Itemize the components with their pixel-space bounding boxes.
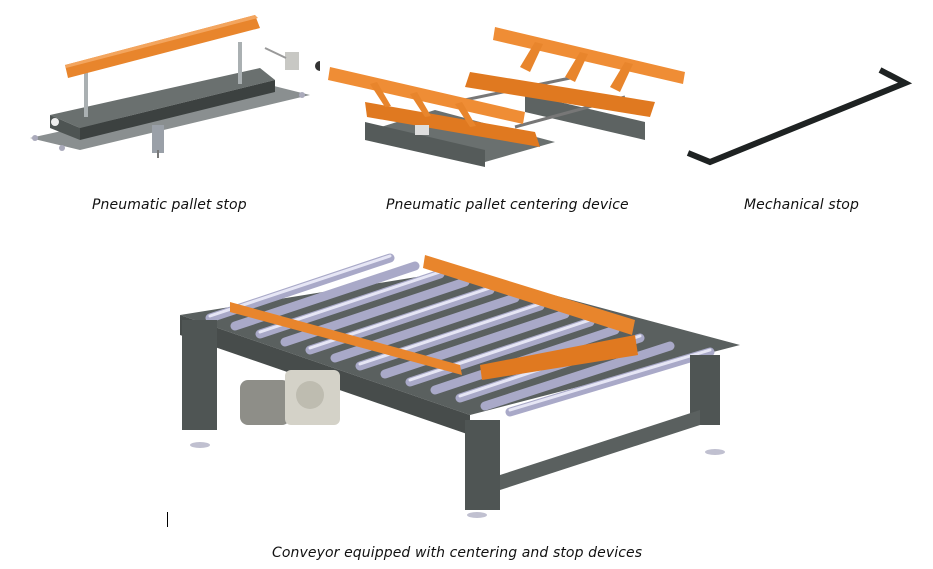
caption-mechanical-stop: Mechanical stop <box>744 197 859 213</box>
mechanical-stop-image <box>686 67 913 166</box>
caption-conveyor-assembly: Conveyor equipped with centering and sto… <box>272 545 643 561</box>
caption-pneumatic-pallet-stop: Pneumatic pallet stop <box>92 197 247 213</box>
caption-pneumatic-pallet-centering-device: Pneumatic pallet centering device <box>386 197 629 213</box>
conveyor-assembly-image <box>180 253 740 518</box>
text-cursor <box>167 512 168 527</box>
pneumatic-pallet-stop-image <box>30 15 320 158</box>
pneumatic-pallet-centering-device-image <box>328 27 685 167</box>
